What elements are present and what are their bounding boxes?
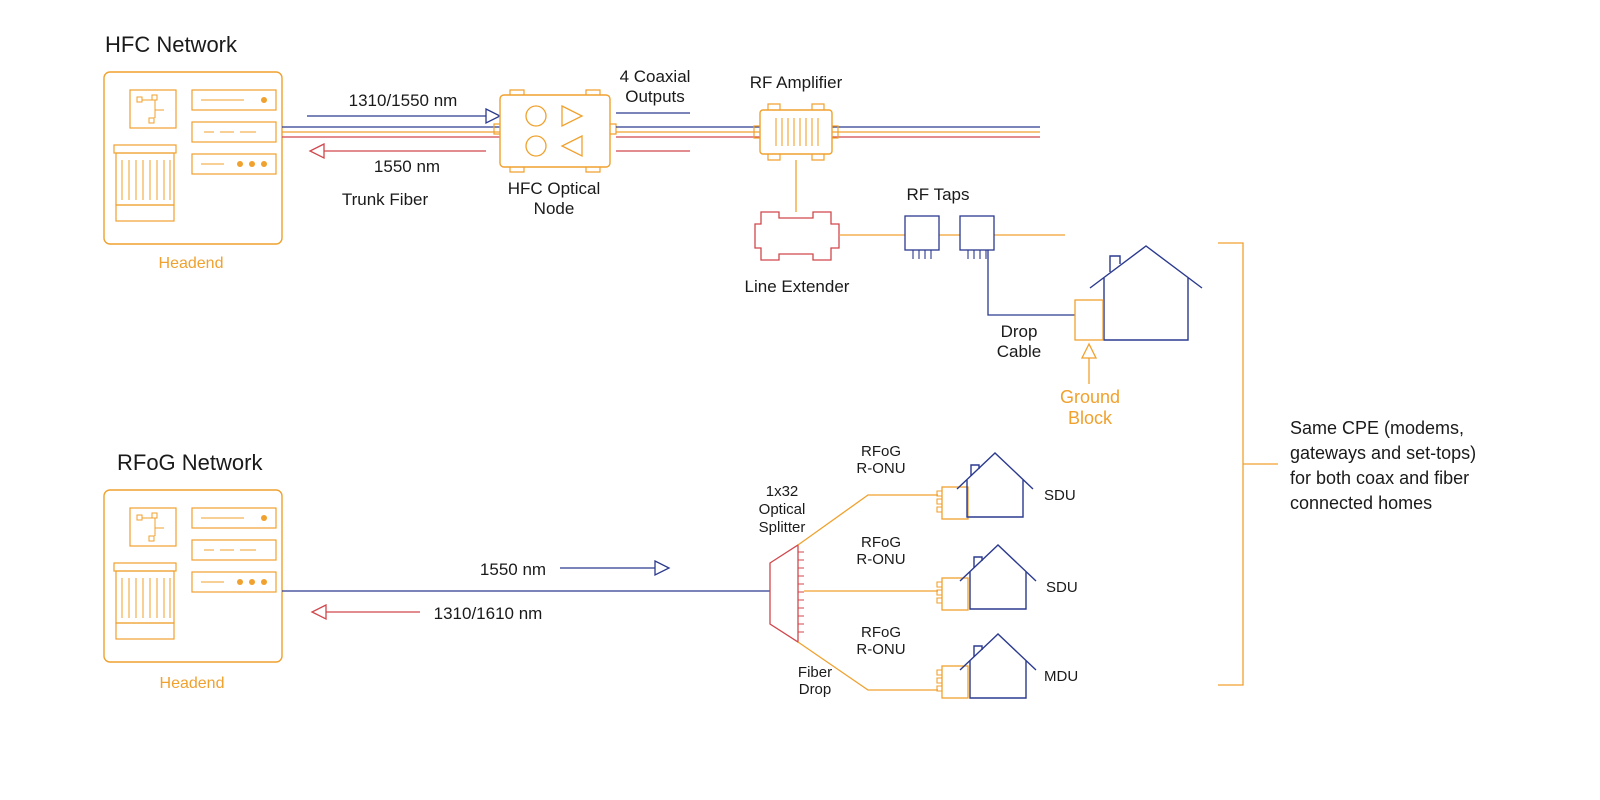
hfc-network-title: HFC Network xyxy=(105,32,238,57)
line-extender-label: Line Extender xyxy=(745,277,850,296)
hfc-trunk-fiber xyxy=(282,126,500,138)
r-onu-icon xyxy=(936,577,969,611)
sdu-home-icon xyxy=(959,544,1037,610)
hfc-up-wavelength: 1550 nm xyxy=(374,157,440,176)
ground-block-label-2: Block xyxy=(1068,408,1113,428)
hfc-headend-icon xyxy=(103,71,283,245)
onu-label-2: R-ONU xyxy=(856,460,905,477)
hfc-node-label-2: Node xyxy=(534,199,575,218)
rf-taps-label: RF Taps xyxy=(907,185,970,204)
rfog-upstream-arrow-icon xyxy=(310,603,420,621)
home-label: SDU xyxy=(1044,487,1076,504)
drop-cable-label-1: Drop xyxy=(1001,322,1038,341)
onu-label-1: RFoG xyxy=(861,534,901,551)
hfc-outputs-label-2: Outputs xyxy=(625,87,685,106)
drop-cable-label-2: Cable xyxy=(997,342,1041,361)
optical-splitter-icon xyxy=(769,543,804,644)
r-onu-icon xyxy=(936,665,969,699)
splitter-label-2: Optical xyxy=(759,501,806,518)
hfc-node-label-1: HFC Optical xyxy=(508,179,601,198)
home-label: MDU xyxy=(1044,668,1078,685)
rfog-up-wavelength: 1310/1610 nm xyxy=(434,604,543,623)
rfog-down-wavelength: 1550 nm xyxy=(480,560,546,579)
onu-label-1: RFoG xyxy=(861,624,901,641)
rf-tap-icon xyxy=(904,215,940,259)
hfc-downstream-arrow-icon xyxy=(307,107,502,125)
rf-amplifier-icon xyxy=(753,103,839,161)
splitter-label-1: 1x32 xyxy=(766,483,799,500)
cpe-note-line: connected homes xyxy=(1290,493,1432,513)
rf-tap-icon xyxy=(959,215,995,259)
hfc-optical-node-icon xyxy=(493,89,617,173)
hfc-home-icon xyxy=(1089,245,1203,341)
hfc-headend-label: Headend xyxy=(159,255,224,272)
hfc-trunk-label: Trunk Fiber xyxy=(342,190,429,209)
splitter-label-3: Splitter xyxy=(759,519,806,536)
ground-arrow-icon xyxy=(1080,342,1098,384)
hfc-outputs-label-1: 4 Coaxial xyxy=(620,67,691,86)
onu-label-2: R-ONU xyxy=(856,641,905,658)
ground-block-label-1: Ground xyxy=(1060,387,1120,407)
ground-block-icon xyxy=(1074,299,1104,341)
cpe-note-line: gateways and set-tops) xyxy=(1290,443,1476,463)
rf-amplifier-label: RF Amplifier xyxy=(750,73,843,92)
home-label: SDU xyxy=(1046,579,1078,596)
fiber-drops xyxy=(797,494,938,691)
fiber-drop-label-1: Fiber xyxy=(798,664,832,681)
onu-label-2: R-ONU xyxy=(856,551,905,568)
rfog-downstream-arrow-icon xyxy=(560,559,671,577)
cpe-bracket xyxy=(1218,242,1278,686)
hfc-upstream-arrow-icon xyxy=(308,142,486,160)
fiber-drop-label-2: Drop xyxy=(799,681,832,698)
mdu-home-icon xyxy=(959,633,1037,699)
cpe-note-line: for both coax and fiber xyxy=(1290,468,1469,488)
r-onu-icon xyxy=(936,486,969,520)
hfc-down-wavelength: 1310/1550 nm xyxy=(349,91,458,110)
drop-cable xyxy=(987,250,1077,316)
line-extender-icon xyxy=(754,211,840,261)
rfog-network-title: RFoG Network xyxy=(117,450,263,475)
hfc-coax-outputs xyxy=(616,112,1040,152)
rfog-headend-label: Headend xyxy=(160,675,225,692)
rfog-headend-icon xyxy=(103,489,283,663)
cpe-note-line: Same CPE (modems, xyxy=(1290,418,1464,438)
onu-label-1: RFoG xyxy=(861,443,901,460)
